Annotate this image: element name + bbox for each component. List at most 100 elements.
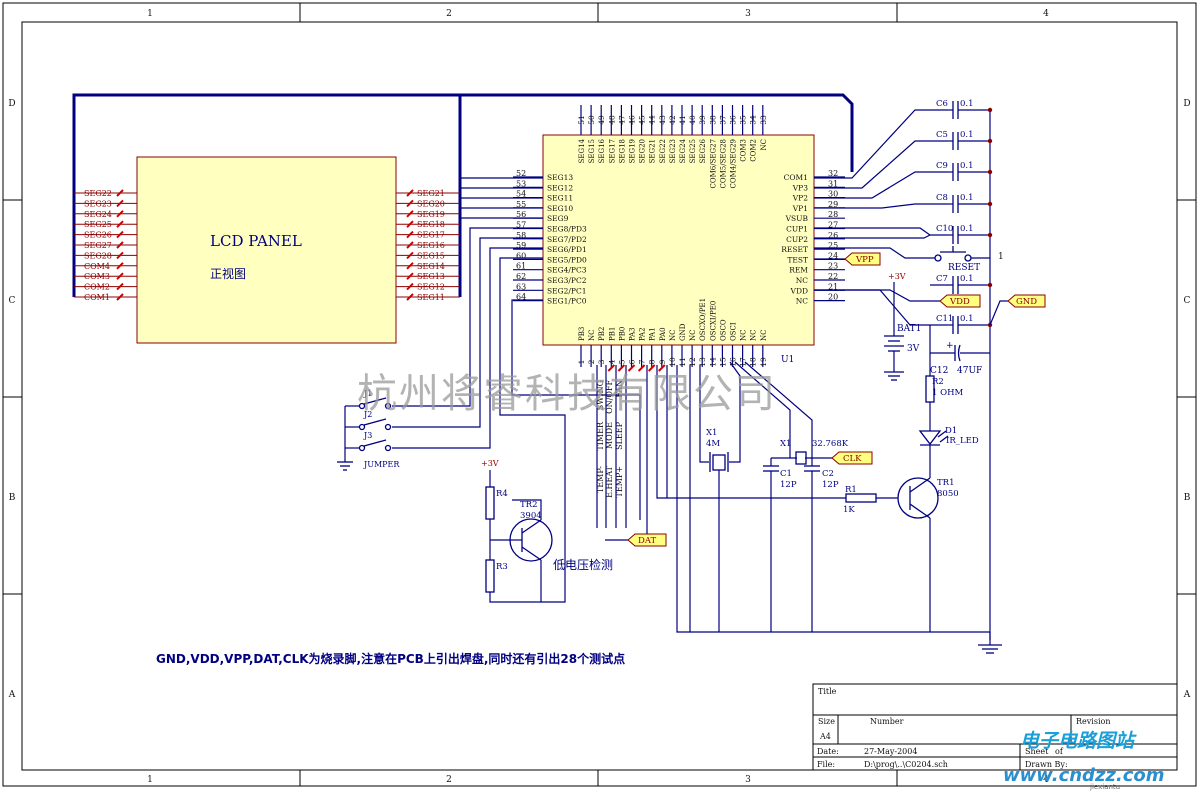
pin-label: COM6/SEG27	[709, 139, 717, 188]
junction-dot	[987, 107, 993, 113]
col-label-top: 2	[446, 9, 452, 19]
pin-mark	[406, 199, 414, 208]
pin-mark	[116, 210, 124, 218]
pin-label: SEG20	[417, 199, 445, 208]
pin-number: 24	[828, 251, 838, 260]
cap-value: 0.1	[960, 314, 974, 324]
pin-label: CUP2	[786, 235, 808, 244]
jumper-ref: J1	[363, 389, 372, 398]
junction-dot	[987, 138, 993, 144]
pin-number: 55	[516, 200, 526, 209]
pin-number: 3	[597, 359, 606, 364]
pin-number: 43	[658, 115, 667, 125]
title-label: Title	[818, 687, 837, 696]
pin-mark	[406, 293, 414, 301]
bus-lines	[72, 93, 854, 297]
jumper-ref: J2	[363, 410, 372, 419]
pin-number: 8	[648, 359, 657, 364]
pin-label: SEG19	[417, 210, 445, 219]
size-label: Size	[818, 717, 835, 726]
r4-ref: R4	[496, 489, 508, 499]
port-vpp: VPP	[814, 252, 881, 266]
pin-number: 1	[577, 360, 586, 365]
pin-label: SEG15	[588, 139, 596, 163]
pin-number: 52	[516, 169, 526, 178]
reset-switch: RESET 1	[934, 246, 1004, 273]
pin-number: 4	[607, 359, 616, 364]
pin-number: 26	[828, 231, 838, 240]
net-label: SLEEP	[615, 421, 624, 449]
pin-label: VSUB	[785, 214, 809, 223]
pin-label: COM1	[784, 173, 808, 182]
port-vpp-label: VPP	[855, 255, 874, 265]
pin-number: 35	[739, 115, 748, 125]
pin-mark	[116, 241, 124, 249]
battery-bat1: +3V BAT1 3V	[884, 272, 921, 381]
x32-ref: X1	[780, 439, 791, 449]
brand-logo: 电子电路图站 www.cndzz.com jiexiantu	[1003, 730, 1165, 791]
net-label: TIMER	[596, 421, 605, 451]
pin-mark	[647, 364, 656, 372]
pin-mark	[116, 272, 124, 280]
brand-small: jiexiantu	[1089, 783, 1120, 791]
c1-value: 12P	[780, 480, 797, 490]
pin-number: 33	[759, 115, 768, 125]
mcu-bottom-pins: 1PB32NC3PB24PB15PB06PA37PA28PA19PA010NC1…	[577, 298, 768, 372]
pin-label: SEG11	[417, 293, 445, 302]
pin-number: 59	[516, 241, 526, 250]
row-label-right: B	[1184, 493, 1191, 503]
cap-ref: C5	[936, 130, 948, 140]
battery-rail: +3V	[888, 272, 906, 281]
pin-number: 21	[828, 282, 838, 291]
pin-number: 54	[516, 190, 526, 199]
pin-label: PB3	[578, 327, 586, 341]
pin-number: 19	[759, 357, 768, 367]
crystal-32k: X1 32.768K C1 12P C2 12P CLK	[734, 361, 873, 632]
pin-number: 38	[708, 115, 717, 125]
pin-number: 23	[828, 262, 838, 271]
pin-label: SEG2/PC1	[547, 286, 586, 295]
pin-label: COM5/SEG28	[719, 139, 727, 188]
pin-label: PA0	[659, 327, 667, 341]
pin-number: 53	[516, 179, 526, 188]
drawn-label: Drawn By:	[1025, 760, 1068, 769]
pin-mark	[116, 282, 124, 291]
pin-mark	[116, 220, 124, 228]
pin-number: 32	[828, 169, 838, 178]
junction-dot	[987, 282, 993, 288]
col-label-bottom: 4	[1043, 775, 1049, 785]
pin-mark	[116, 230, 124, 239]
number-label: Number	[870, 717, 904, 726]
pin-label: COM2	[84, 283, 110, 292]
sheet-of: of	[1055, 747, 1064, 756]
c12-ref: C12	[930, 366, 948, 376]
pin-number: 9	[658, 359, 667, 364]
pin-number: 30	[828, 190, 838, 199]
pin-number: 25	[828, 241, 838, 250]
size-value: A4	[819, 732, 831, 741]
lcd-left-pins: SEG22SEG23SEG24SEG25SEG26SEG27SEG28COM4C…	[74, 189, 137, 302]
brand-cn: 电子电路图站	[1020, 730, 1137, 752]
mcu-ref: U1	[781, 355, 794, 365]
pin-label: SEG17	[608, 139, 616, 163]
pin-label: VP3	[792, 183, 808, 192]
pin-label: PB1	[608, 327, 616, 341]
crystal-4m: X1 4M	[699, 361, 741, 632]
pin-number: 10	[668, 357, 677, 367]
col-label-bottom: 3	[745, 775, 751, 785]
low-voltage-detector: +3V R4 R3 TR2 3904 低电压检测	[481, 459, 613, 603]
pin-label: NC	[796, 276, 809, 285]
r1-value: 1K	[843, 505, 855, 515]
pin-label: COM4	[84, 262, 110, 271]
jumper-block: J1 J2 J3 JUMPER	[337, 389, 400, 471]
cap-value: 0.1	[960, 99, 974, 109]
port-vdd-label: VDD	[949, 297, 970, 307]
c12-sign: +	[946, 341, 954, 351]
pin-label: SEG18	[417, 220, 445, 229]
pin-number: 22	[828, 272, 838, 281]
pin-label: NC	[669, 330, 677, 341]
pin-number: 7	[638, 359, 647, 364]
pin-label: SEG27	[84, 241, 112, 250]
junction-dot	[987, 201, 993, 207]
